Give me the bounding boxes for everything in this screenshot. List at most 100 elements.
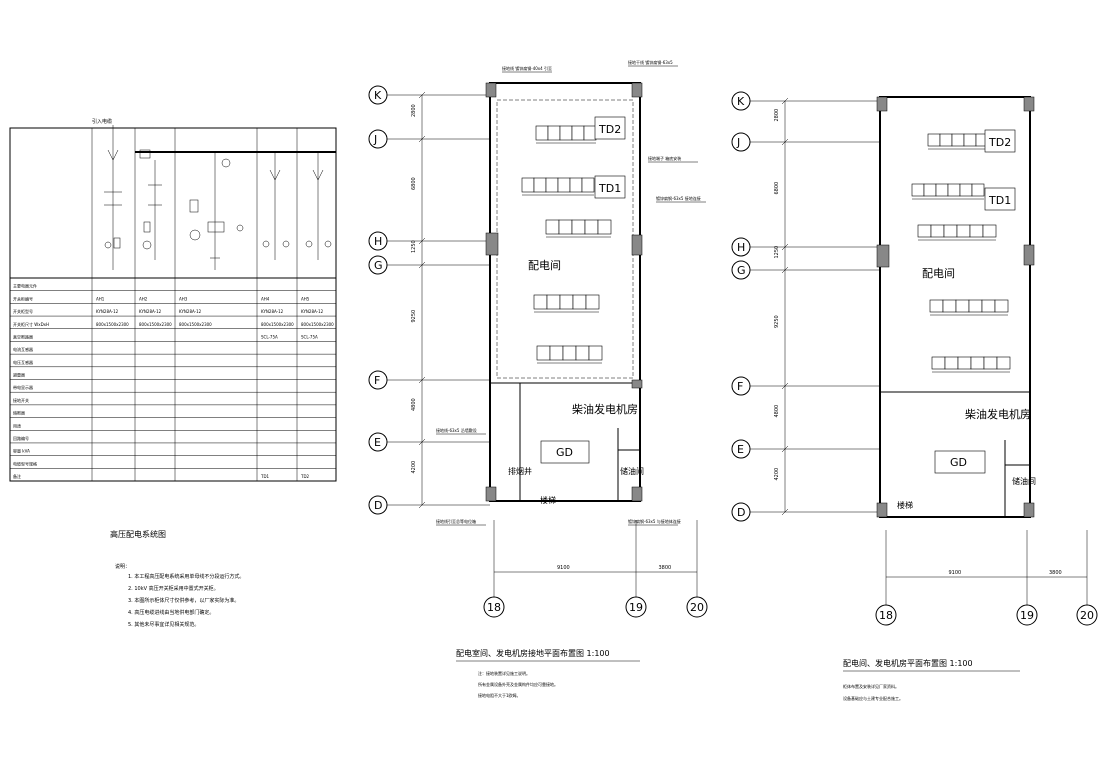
axis-bubble-icon — [731, 132, 751, 152]
dim-label: 2800 — [774, 109, 780, 122]
pt-feeder — [189, 152, 244, 270]
axis-label: 19 — [1020, 609, 1034, 622]
plan1-room-distribution: 配电间 — [528, 259, 561, 272]
switchgear-cabinet — [944, 356, 959, 370]
sld-cell: KYN28A-12 — [179, 309, 202, 314]
sld-row-label: 带电显示器 — [13, 384, 33, 390]
axis-label: J — [373, 133, 377, 146]
callout-text: 镀锌扁钢-63x5 接地连接 — [656, 195, 701, 201]
switchgear-cabinet — [956, 224, 971, 238]
switchgear-cabinet — [584, 219, 599, 235]
plan1-room-stair: 楼梯 — [540, 495, 556, 505]
switchgear-cabinet — [996, 356, 1011, 370]
plan1-notes: 注：接地装置详见施工说明。所有金属设备外壳及金属构件均应可靠接地。接地电阻不大于… — [478, 670, 558, 698]
sld-cell: 800x1500x2300 — [301, 322, 334, 327]
td2-panel — [594, 116, 626, 140]
callout-text: 接地干线 镀锌扁钢-63x5 — [628, 59, 673, 65]
axis-label: H — [737, 241, 745, 254]
switchgear-cabinet — [971, 183, 985, 197]
switchgear-cabinet — [930, 224, 945, 238]
switchgear-cabinet — [588, 345, 603, 361]
switchgear-cabinet — [939, 133, 953, 147]
sld-notes-title: 说明： — [115, 563, 130, 570]
sld-cell: SCL-75A — [261, 334, 278, 339]
sld-row-label: 电缆型号规格 — [13, 460, 37, 466]
sld-cell: KYN28A-12 — [301, 309, 324, 314]
switchgear-cabinet — [559, 294, 574, 310]
td1-label: TD1 — [988, 194, 1011, 207]
callout-text: 接地线-63x5 沿墙敷设 — [436, 427, 477, 433]
sld-cell: KYN28A-12 — [261, 309, 284, 314]
switchgear-cabinet — [983, 356, 998, 370]
plan2-room-oil: 储油间 — [1012, 476, 1036, 486]
switchgear-cabinet — [559, 125, 573, 141]
switchgear-cabinet — [549, 345, 564, 361]
sld-cell: KYN28A-12 — [96, 309, 119, 314]
sld-row-label: 开关柜尺寸 WxDxH — [13, 321, 49, 327]
plan1-note: 所有金属设备外壳及金属构件均应可靠接地。 — [478, 681, 558, 687]
dim-label: 3800 — [1049, 570, 1062, 576]
td1-label: TD1 — [598, 182, 621, 195]
switchgear-cabinet — [575, 345, 590, 361]
incoming-feeder: 引入电缆 — [92, 118, 122, 270]
switchgear-cabinet — [562, 345, 577, 361]
sld-note: 4. 高压电缆进线由当地供电部门确定。 — [128, 609, 214, 616]
dim-label: 1250 — [774, 246, 780, 259]
axis-label: H — [374, 235, 382, 248]
sld-cell: KYN28A-12 — [139, 309, 162, 314]
dim-label: 9250 — [411, 310, 417, 323]
sld-row-label: 容量 kVA — [13, 448, 30, 454]
plan1-callouts: 接地线 镀锌扁钢-40x4 引至 接地干线 镀锌扁钢-63x5 接地端子 箱底安装镀… — [436, 59, 706, 526]
sld-cell: AH1 — [96, 296, 105, 301]
switchgear-cabinet — [917, 224, 932, 238]
td2-label: TD2 — [598, 123, 621, 136]
sld-row-label: 回路编号 — [13, 435, 29, 441]
incoming-label: 引入电缆 — [92, 118, 112, 125]
sld-title: 高压配电系统图 — [110, 529, 166, 539]
switchgear-cabinet — [968, 299, 983, 313]
td1-panel — [984, 187, 1016, 211]
switchgear-cabinet — [545, 219, 560, 235]
axis-label: F — [737, 380, 743, 393]
plan2-notes: 柜体布置及安装详见厂家资料。设备基础应与土建专业配合施工。 — [843, 683, 903, 701]
plan2-room-distribution: 配电间 — [922, 267, 955, 280]
sld-cell: TD2 — [300, 474, 310, 479]
axis-label: 18 — [487, 601, 501, 614]
axis-bubble-icon — [686, 596, 708, 618]
switchgear-cabinet — [558, 219, 573, 235]
switchgear-cabinet — [970, 356, 985, 370]
callout-text: 镀锌扁钢-63x5 与接地体连接 — [628, 518, 681, 524]
switchgear-cabinet — [929, 299, 944, 313]
sld-row-label: 熔断器 — [13, 410, 25, 416]
plan2-note: 设备基础应与土建专业配合施工。 — [843, 695, 903, 701]
single-line-diagram: 引入电缆 — [9, 118, 337, 628]
switchgear-cabinet — [931, 356, 946, 370]
sld-row-label: 主要电器元件 — [13, 283, 37, 289]
switchgear-cabinet — [536, 345, 551, 361]
td1-panel — [594, 175, 626, 199]
sld-row-label: 开关柜型号 — [13, 308, 33, 314]
switchgear-cabinet — [942, 299, 957, 313]
axis-label: 20 — [690, 601, 704, 614]
plan2-room-generator: 柴油发电机房 — [965, 407, 1031, 421]
switchgear-cabinet — [943, 224, 958, 238]
sld-cell: 800x1500x2300 — [261, 322, 294, 327]
axis-bubble-icon — [625, 596, 647, 618]
switchgear-cabinet — [569, 177, 583, 193]
switchgear-cabinet — [969, 224, 984, 238]
callout-text: 接地端子 箱底安装 — [648, 155, 681, 161]
callout-text: 接地线 镀锌扁钢-40x4 引至 — [502, 65, 552, 71]
switchgear-cabinet — [597, 219, 612, 235]
axis-label: G — [374, 259, 383, 272]
axis-bubble-icon — [875, 604, 897, 626]
plan1-note: 接地电阻不大于1欧姆。 — [478, 692, 521, 698]
axis-label: G — [737, 264, 746, 277]
sld-row-label: 接地开关 — [13, 397, 29, 403]
switchgear-cabinet — [546, 294, 561, 310]
gd-label: GD — [556, 446, 573, 459]
switchgear-cabinet — [533, 177, 547, 193]
sld-cell: AH2 — [139, 296, 148, 301]
switchgear-cabinet — [547, 125, 561, 141]
